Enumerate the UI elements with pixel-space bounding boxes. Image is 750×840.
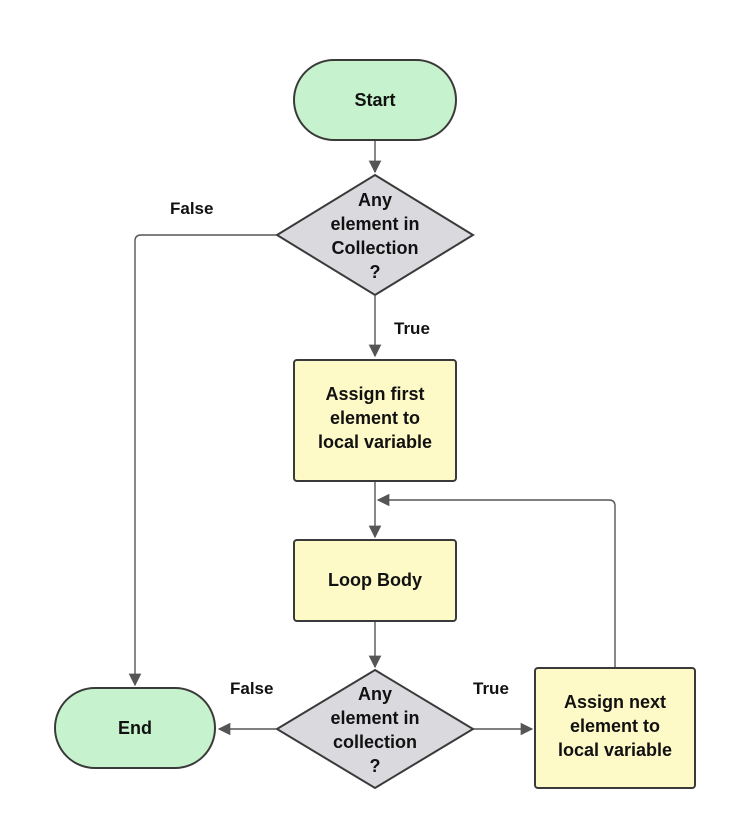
end-shape — [54, 687, 216, 769]
edge-label-first-false: False — [170, 199, 213, 218]
assign-next-line-2: element to — [570, 716, 660, 736]
assign-first-shape — [293, 359, 457, 482]
process-loop-body[interactable]: Loop Body — [293, 539, 457, 622]
process-assign-next[interactable]: Assign next element to local variable — [534, 667, 696, 789]
edge-label-next-false: False — [230, 679, 273, 698]
assign-next-shape — [534, 667, 696, 789]
decision-next-line-3: collection — [333, 732, 417, 752]
decision-next-shape — [275, 668, 475, 790]
edge-label-next-true: True — [473, 679, 509, 698]
end-node[interactable]: End — [54, 687, 216, 769]
decision-first-line-1: Any — [358, 190, 392, 210]
connectors — [128, 141, 616, 736]
assign-next-line-1: Assign next — [564, 692, 666, 712]
end-label: End — [118, 718, 152, 738]
decision-first-shape — [275, 173, 475, 297]
decision-any-element-next[interactable]: Any element in collection ? — [275, 668, 475, 790]
decision-next-line-4: ? — [370, 756, 381, 776]
process-assign-first[interactable]: Assign first element to local variable — [293, 359, 457, 482]
connector-assign-next-loop-back — [376, 493, 616, 667]
loop-body-shape — [293, 539, 457, 622]
assign-first-line-3: local variable — [318, 432, 432, 452]
connector-decision-false-to-end — [128, 234, 276, 687]
decision-next-line-2: element in — [330, 708, 419, 728]
loop-body-label: Loop Body — [328, 570, 422, 590]
assign-first-line-1: Assign first — [325, 384, 424, 404]
assign-next-line-3: local variable — [558, 740, 672, 760]
decision-next-line-1: Any — [358, 684, 392, 704]
edge-label-first-true: True — [394, 319, 430, 338]
start-node[interactable]: Start — [293, 59, 457, 141]
decision-first-line-4: ? — [370, 262, 381, 282]
decision-first-line-3: Collection — [331, 238, 418, 258]
decision-any-element-first[interactable]: Any element in Collection ? — [275, 173, 475, 297]
start-shape — [293, 59, 457, 141]
start-label: Start — [354, 90, 395, 110]
assign-first-line-2: element to — [330, 408, 420, 428]
decision-first-line-2: element in — [330, 214, 419, 234]
edge-labels: False True False True — [170, 199, 509, 698]
